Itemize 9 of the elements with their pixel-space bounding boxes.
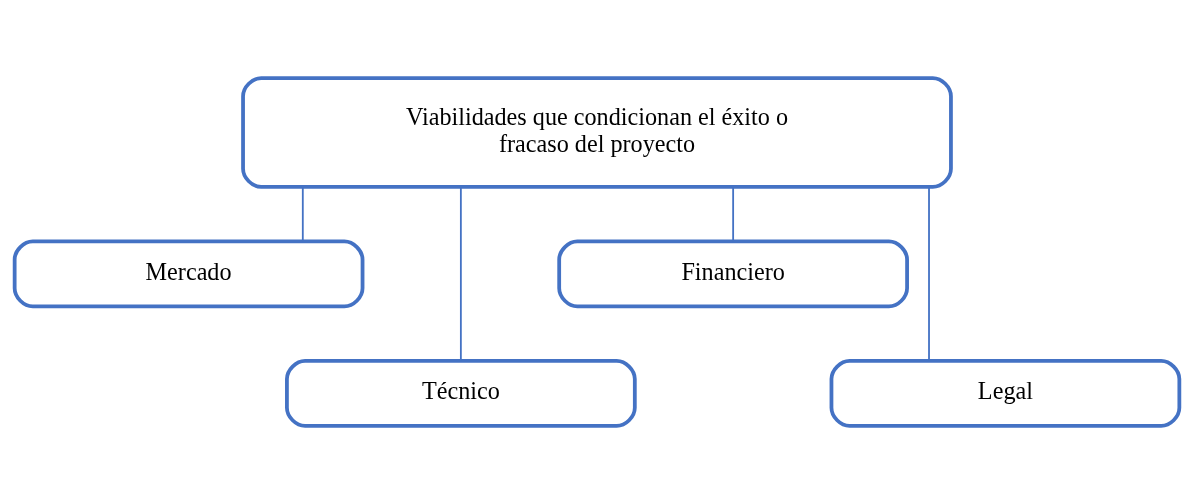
connector bbox=[928, 185, 930, 361]
node-box: Viabilidades que condicionan el éxito o fracaso del proyecto bbox=[241, 75, 953, 189]
node-box: Técnico bbox=[285, 358, 637, 428]
node-box: Legal bbox=[829, 358, 1182, 428]
connector bbox=[732, 185, 735, 242]
connector bbox=[301, 185, 304, 242]
node-box: Mercado bbox=[12, 239, 365, 308]
connector bbox=[459, 185, 462, 361]
node-box: Financiero bbox=[557, 239, 909, 308]
